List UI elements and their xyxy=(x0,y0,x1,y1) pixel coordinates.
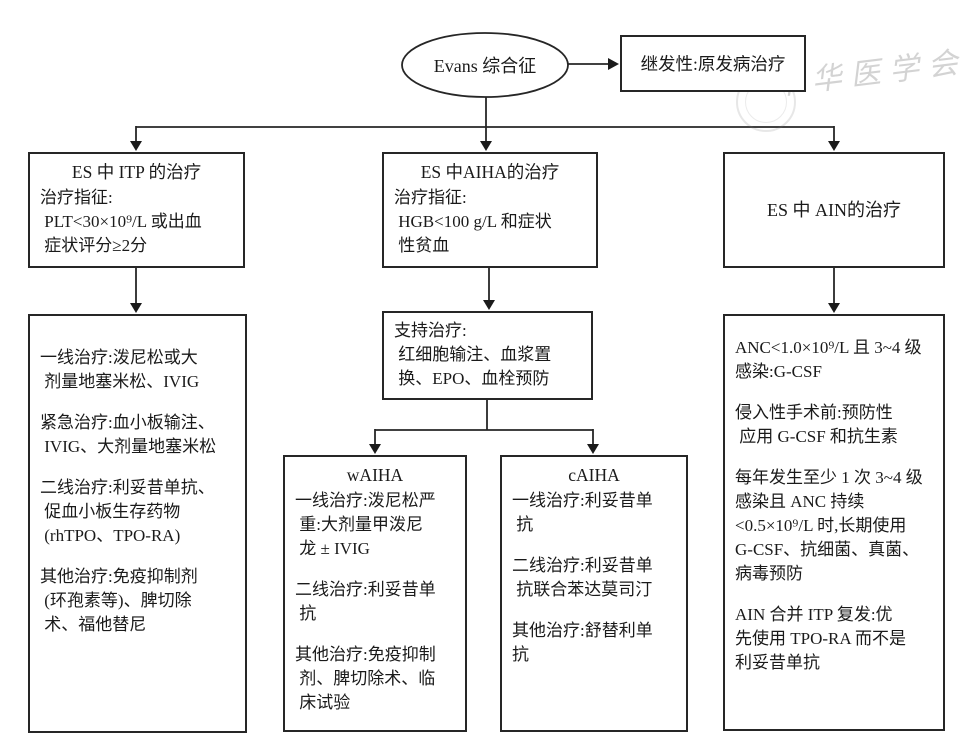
arrow-right-icon xyxy=(608,58,619,70)
text-line: 每年发生至少 1 次 3~4 级 xyxy=(735,468,923,487)
text-line: 促血小板生存药物 xyxy=(40,502,181,521)
ain-header-box: ES 中 AIN的治疗 xyxy=(723,152,945,268)
text-line: 抗联合苯达莫司汀 xyxy=(512,580,653,599)
text-line: 侵入性手术前:预防性 xyxy=(735,403,893,422)
text-line: <0.5×10⁹/L 时,长期使用 xyxy=(735,516,907,535)
itp-detail-lines: 一线治疗:泼尼松或大 剂量地塞米松、IVIG 紧急治疗:血小板输注、 IVIG、大… xyxy=(30,316,245,637)
text-line: 其他治疗:免疫抑制剂 xyxy=(40,567,198,586)
text-line: 利妥昔单抗 xyxy=(735,653,820,672)
text-line: 支持治疗: xyxy=(394,321,467,340)
text-line: 其他治疗:免疫抑制 xyxy=(295,645,436,664)
text-line: 性贫血 xyxy=(394,236,450,255)
text-line: 症状评分≥2分 xyxy=(40,236,148,255)
text-line: 二线治疗:利妥昔单抗、 xyxy=(40,478,215,497)
root-node-label: Evans 综合征 xyxy=(433,56,537,76)
text-line: 抗 xyxy=(512,515,534,534)
root-ellipse xyxy=(401,32,569,98)
text-line: 床试验 xyxy=(295,693,351,712)
text-line: 紧急治疗:血小板输注、 xyxy=(40,413,215,432)
text-line: (rhTPO、TPO-RA) xyxy=(40,526,181,545)
text-line: 病毒预防 xyxy=(735,564,803,583)
arrow-down-icon xyxy=(130,141,142,151)
text-line: G-CSF、抗细菌、真菌、 xyxy=(735,540,920,559)
caiha-lines: 一线治疗:利妥昔单 抗二线治疗:利妥昔单 抗联合苯达莫司汀其他治疗:舒替利单抗 xyxy=(502,487,686,667)
text-line: 剂、脾切除术、临 xyxy=(295,669,436,688)
itp-header-title: ES 中 ITP 的治疗 xyxy=(71,162,202,182)
text-line: PLT<30×10⁹/L 或出血 xyxy=(40,212,202,231)
waiha-box: wAIHA 一线治疗:泼尼松严 重:大剂量甲泼尼 龙 ± IVIG 二线治疗:利妥… xyxy=(283,455,467,732)
arrowheads xyxy=(130,58,840,454)
arrow-down-icon xyxy=(828,141,840,151)
text-line xyxy=(735,384,935,401)
text-line: 感染且 ANC 持续 xyxy=(735,492,865,511)
waiha-lines: 一线治疗:泼尼松严 重:大剂量甲泼尼 龙 ± IVIG 二线治疗:利妥昔单 抗其他… xyxy=(285,487,465,715)
text-line: 治疗指征: xyxy=(394,188,467,207)
text-line xyxy=(735,586,935,603)
text-line xyxy=(512,602,678,619)
text-line: 术、福他替尼 xyxy=(40,615,147,634)
text-line: 二线治疗:利妥昔单 xyxy=(295,580,436,599)
text-line: 龙 ± IVIG xyxy=(295,539,370,558)
waiha-title: wAIHA xyxy=(346,465,404,485)
ain-header-title: ES 中 AIN的治疗 xyxy=(767,200,901,220)
text-line: 一线治疗:利妥昔单 xyxy=(512,491,653,510)
text-line xyxy=(40,459,237,476)
itp-header-box: ES 中 ITP 的治疗 治疗指征: PLT<30×10⁹/L 或出血 症状评分… xyxy=(28,152,245,268)
secondary-treatment-box: 继发性:原发病治疗 xyxy=(620,35,806,92)
text-line: 其他治疗:舒替利单 xyxy=(512,621,653,640)
aiha-header-title: ES 中AIHA的治疗 xyxy=(420,162,560,182)
text-line: (环孢素等)、脾切除 xyxy=(40,591,192,610)
text-line: 抗 xyxy=(295,604,317,623)
aiha-support-lines: 支持治疗: 红细胞输注、血浆置 换、EPO、血栓预防 xyxy=(384,313,591,391)
text-line: 治疗指征: xyxy=(40,188,113,207)
aiha-header-lines: 治疗指征: HGB<100 g/L 和症状 性贫血 xyxy=(384,184,596,258)
text-line: 换、EPO、血栓预防 xyxy=(394,369,550,388)
caiha-title: cAIHA xyxy=(568,465,620,485)
text-line: AIN 合并 ITP 复发:优 xyxy=(735,605,893,624)
text-line: 先使用 TPO-RA 而不是 xyxy=(735,629,906,648)
text-line: 感染:G-CSF xyxy=(735,362,822,381)
text-line xyxy=(295,626,457,643)
text-line: 应用 G-CSF 和抗生素 xyxy=(735,427,898,446)
text-line: 一线治疗:泼尼松严 xyxy=(295,491,436,510)
text-line: 二线治疗:利妥昔单 xyxy=(512,556,653,575)
text-line: ANC<1.0×10⁹/L 且 3~4 级 xyxy=(735,338,922,357)
itp-detail-box: 一线治疗:泼尼松或大 剂量地塞米松、IVIG 紧急治疗:血小板输注、 IVIG、大… xyxy=(28,314,247,733)
itp-header-lines: 治疗指征: PLT<30×10⁹/L 或出血 症状评分≥2分 xyxy=(30,184,243,258)
text-line: 红细胞输注、血浆置 xyxy=(394,345,552,364)
arrow-down-icon xyxy=(483,300,495,310)
secondary-treatment-label: 继发性:原发病治疗 xyxy=(640,53,786,74)
arrow-down-icon xyxy=(480,141,492,151)
arrow-down-icon xyxy=(130,303,142,313)
text-line: 剂量地塞米松、IVIG xyxy=(40,372,200,391)
text-line xyxy=(40,548,237,565)
text-line xyxy=(735,449,935,466)
text-line: HGB<100 g/L 和症状 xyxy=(394,212,552,231)
aiha-header-box: ES 中AIHA的治疗 治疗指征: HGB<100 g/L 和症状 性贫血 xyxy=(382,152,598,268)
text-line: 抗 xyxy=(512,645,529,664)
text-line: 一线治疗:泼尼松或大 xyxy=(40,348,198,367)
arrow-down-icon xyxy=(369,444,381,454)
text-line xyxy=(40,394,237,411)
arrow-down-icon xyxy=(587,444,599,454)
aiha-support-box: 支持治疗: 红细胞输注、血浆置 换、EPO、血栓预防 xyxy=(382,311,593,400)
text-line xyxy=(295,561,457,578)
text-line: IVIG、大剂量地塞米松 xyxy=(40,437,217,456)
arrow-down-icon xyxy=(828,303,840,313)
text-line: 重:大剂量甲泼尼 xyxy=(295,515,423,534)
text-line xyxy=(512,537,678,554)
caiha-box: cAIHA 一线治疗:利妥昔单 抗二线治疗:利妥昔单 抗联合苯达莫司汀其他治疗:… xyxy=(500,455,688,732)
